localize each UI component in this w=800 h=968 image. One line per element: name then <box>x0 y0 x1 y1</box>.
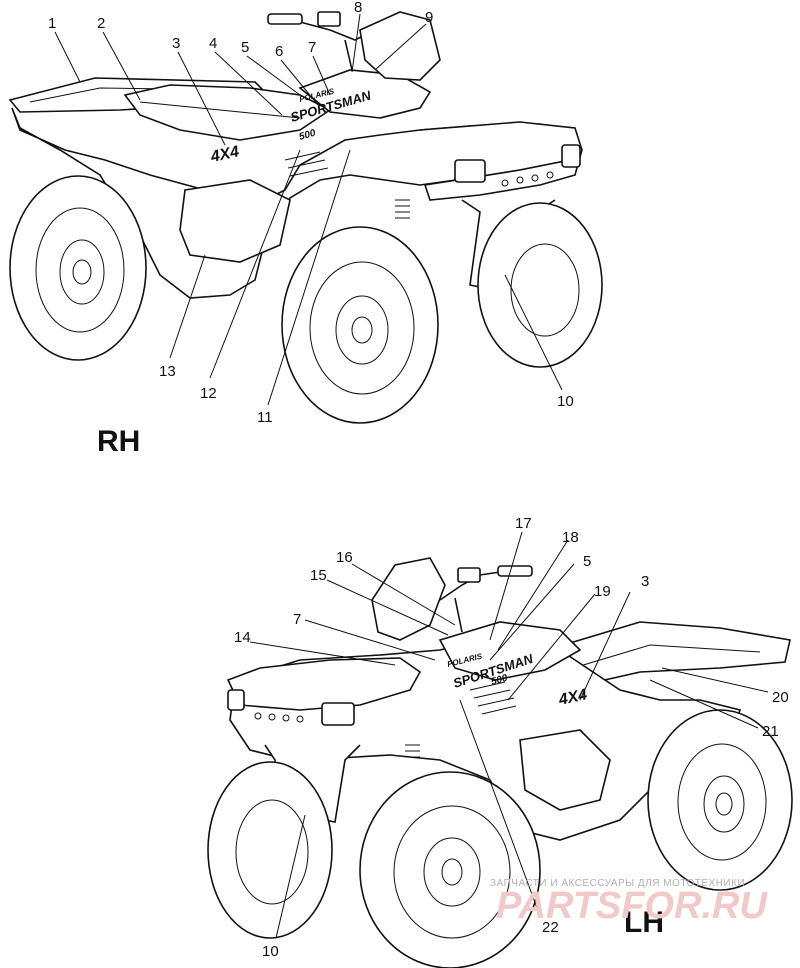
lh-callout-19: 19 <box>594 583 611 600</box>
lh-atv-drawing: POLARIS SPORTSMAN 500 4X4 <box>207 557 793 968</box>
lh-callout-15: 15 <box>310 567 327 584</box>
lh-callout-18: 18 <box>562 529 579 546</box>
lh-view-label: LH <box>624 906 664 939</box>
lh-callout-20: 20 <box>772 689 789 706</box>
rh-callouts: 1 2 3 4 5 6 7 8 9 10 11 12 13 <box>48 0 574 426</box>
watermark-tagline: ЗАПЧАСТИ И АКСЕССУАРЫ ДЛЯ МОТОТЕХНИКИ <box>490 878 745 889</box>
lh-callout-16: 16 <box>336 549 353 566</box>
lh-callout-21: 21 <box>762 723 779 740</box>
lh-callout-14: 14 <box>234 629 251 646</box>
lh-callouts: 17 18 16 5 15 19 3 7 14 20 21 22 10 <box>234 515 789 960</box>
rh-callout-12: 12 <box>200 385 217 402</box>
lh-callout-7: 7 <box>293 611 301 628</box>
watermark-logo: PARTSFOR.RU <box>496 885 768 927</box>
lh-callout-5: 5 <box>583 553 591 570</box>
rh-displacement-decal: 500 <box>298 128 317 143</box>
rh-callout-3: 3 <box>172 35 180 52</box>
lh-callout-10: 10 <box>262 943 279 960</box>
rh-callout-11: 11 <box>257 409 273 426</box>
rh-view-label: RH <box>97 425 140 458</box>
rh-leader-lines <box>54 13 563 406</box>
lh-4x4-decal: 4X4 <box>556 686 588 709</box>
rh-callout-9: 9 <box>425 9 433 26</box>
rh-callout-1: 1 <box>48 15 56 32</box>
rh-atv-drawing: POLARIS SPORTSMAN 500 4X4 <box>8 11 603 424</box>
rh-callout-6: 6 <box>275 43 283 60</box>
rh-callout-7: 7 <box>308 39 316 56</box>
rh-callout-10: 10 <box>557 393 574 410</box>
watermark: ЗАПЧАСТИ И АКСЕССУАРЫ ДЛЯ МОТОТЕХНИКИ PA… <box>490 878 768 927</box>
rh-callout-8: 8 <box>354 0 362 16</box>
lh-callout-3: 3 <box>641 573 649 590</box>
lh-leader-lines <box>249 531 769 939</box>
rh-callout-2: 2 <box>97 15 105 32</box>
lh-callout-17: 17 <box>515 515 532 532</box>
rh-callout-5: 5 <box>241 39 249 56</box>
lh-callout-22: 22 <box>542 919 559 936</box>
rh-callout-13: 13 <box>159 363 176 380</box>
rh-4x4-decal: 4X4 <box>208 143 240 166</box>
rh-callout-4: 4 <box>209 35 217 52</box>
